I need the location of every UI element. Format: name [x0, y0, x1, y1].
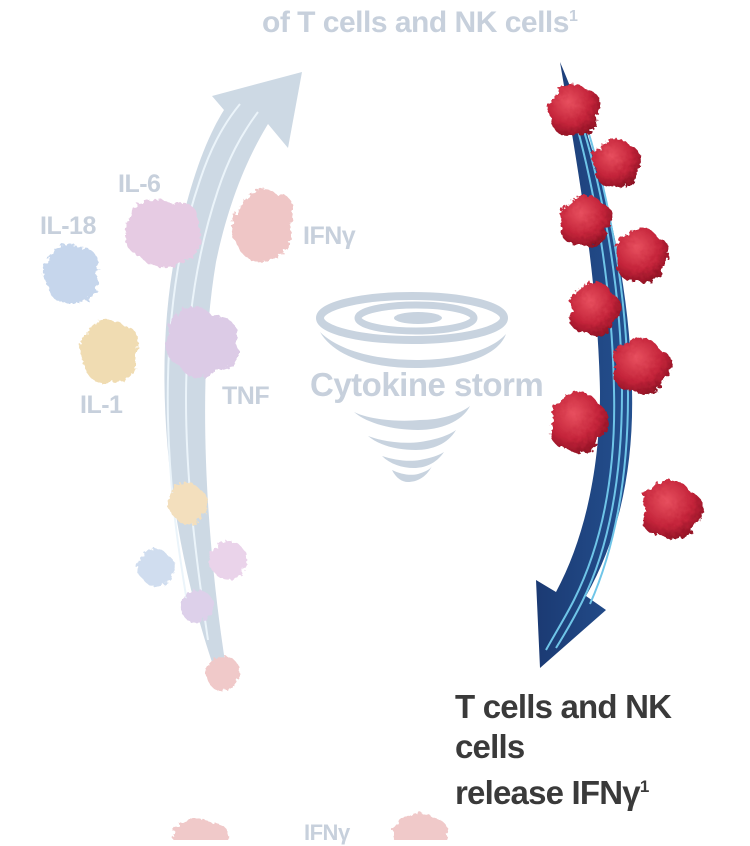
protein-bottom-right [392, 813, 449, 840]
protein-ifng [550, 392, 609, 454]
tornado-icon [316, 292, 508, 482]
label-il18: IL-18 [40, 212, 96, 240]
protein-ifng [591, 138, 641, 188]
protein-ifng [642, 480, 704, 540]
ifng-proteins [547, 83, 704, 540]
protein-il1 [79, 319, 139, 384]
protein-il6 [125, 199, 202, 268]
protein-bottom-left [172, 819, 230, 840]
protein-ifng [615, 227, 670, 283]
right-arrow-wave [545, 89, 616, 651]
protein-small-lilac [180, 590, 214, 624]
label-ifng-bottom: IFNγ [304, 820, 350, 845]
protein-tnf [165, 306, 239, 378]
faded-proteins [42, 189, 449, 840]
protein-ifng [613, 338, 673, 395]
release-caption: T cells and NK cells release IFNγ1 [455, 687, 745, 813]
protein-small-pink [208, 540, 248, 581]
protein-il18 [42, 243, 99, 304]
right-arrow-wave [555, 99, 624, 649]
label-cytokine-storm: Cytokine storm [310, 366, 544, 403]
label-tnf: TNF [222, 382, 270, 410]
protein-small-blue [136, 548, 175, 587]
release-line-2: release IFNγ1 [455, 774, 649, 811]
protein-ifng [559, 195, 613, 247]
release-line-1: T cells and NK cells [455, 688, 672, 765]
label-ifng-upper: IFNγ [303, 222, 356, 250]
protein-small-orange [167, 482, 208, 526]
protein-ifng [569, 282, 621, 337]
protein-ifng [547, 83, 601, 136]
top-caption: of T cells and NK cells1 [262, 6, 578, 39]
protein-small-red [206, 656, 240, 692]
label-il1: IL-1 [80, 391, 123, 419]
label-il6: IL-6 [118, 170, 161, 198]
protein-ifng-faded [231, 189, 294, 262]
